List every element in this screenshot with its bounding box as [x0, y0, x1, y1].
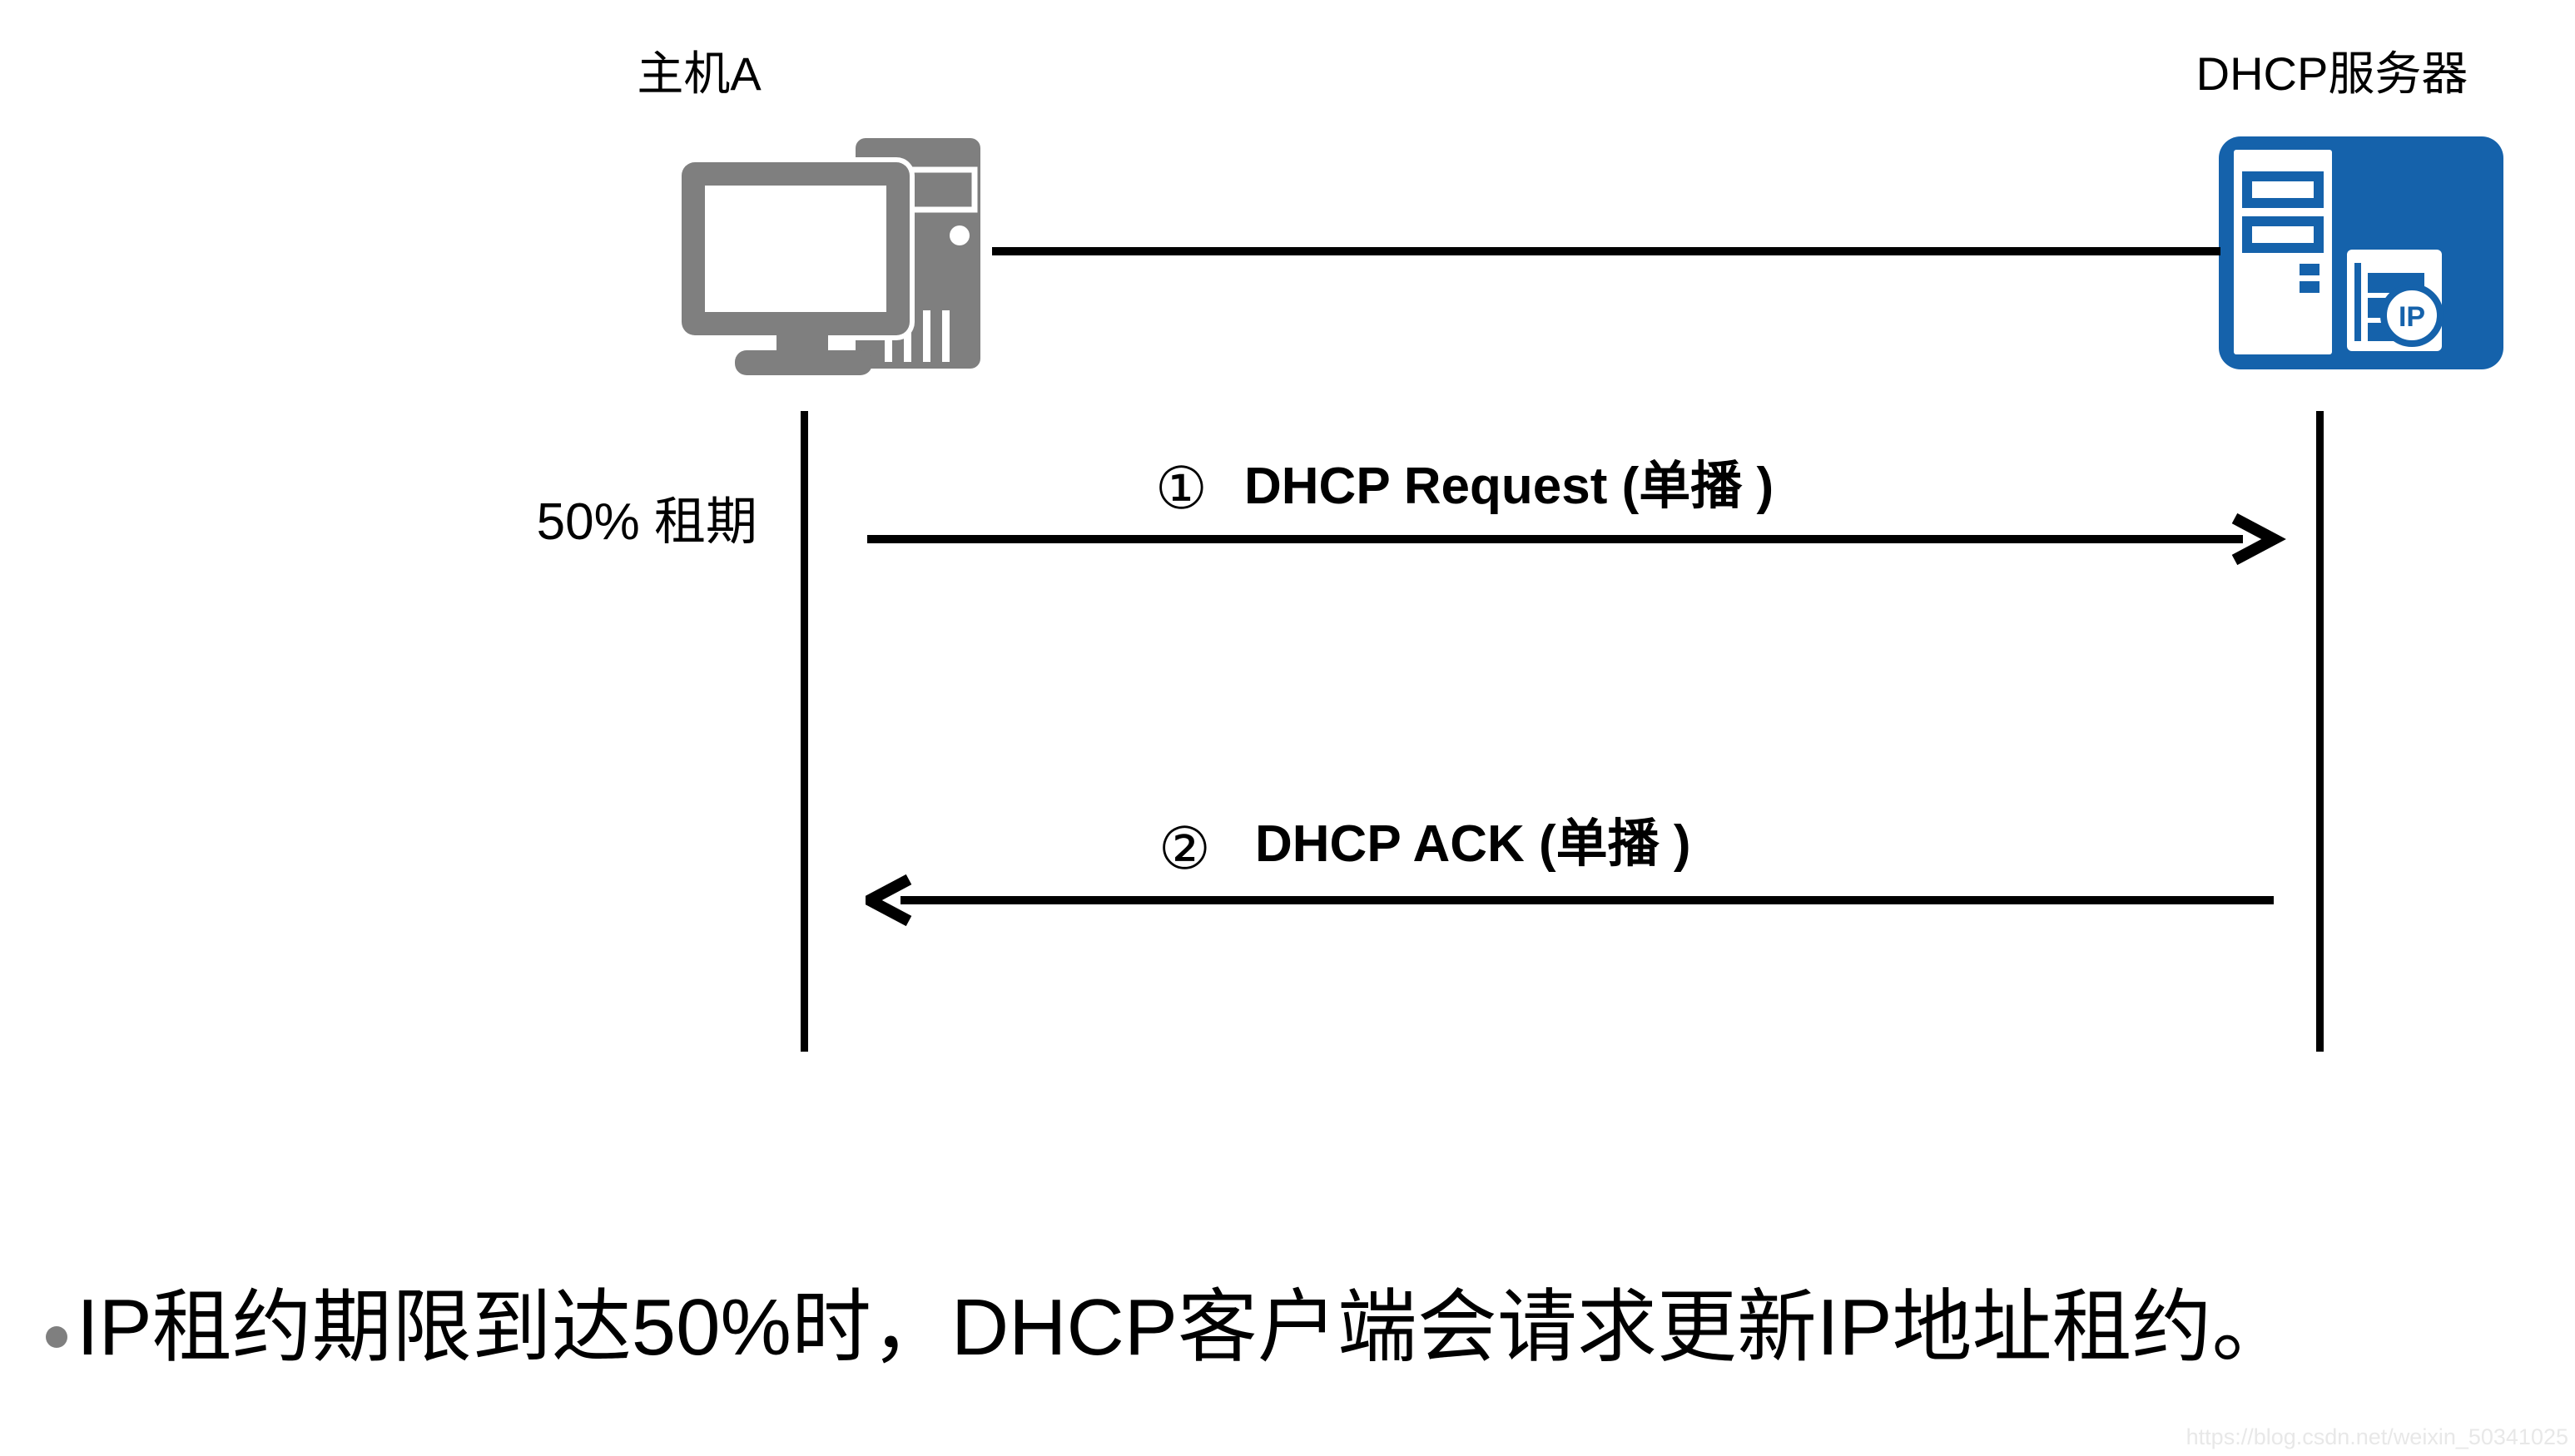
message-1-label: DHCP Request (单播 ) [1244, 458, 1774, 515]
host-label: 主机A [637, 47, 762, 100]
note-bullet-dot [46, 1326, 67, 1348]
monitor-screen [705, 186, 886, 312]
host-lifeline [801, 411, 808, 1052]
host-server-link-line [992, 247, 2220, 255]
desktop-computer-icon [678, 138, 980, 375]
monitor-base [735, 350, 872, 375]
ip-badge-text: IP [2399, 301, 2425, 333]
server-lifeline [2316, 411, 2324, 1052]
watermark-url: https://blog.csdn.net/weixin_50341025 [2186, 1424, 2568, 1449]
arrowhead-left [866, 874, 912, 927]
computer-monitor [678, 157, 915, 375]
lease-50-percent-label: 50% 租期 [536, 493, 757, 551]
message-2-step-number: ② [1159, 816, 1211, 881]
server-ip-panel: IP [2347, 250, 2444, 351]
ip-badge-circle [2380, 284, 2444, 347]
arrowhead-right [2231, 513, 2286, 566]
note-text: IP租约期限到达50%时，DHCP客户端会请求更新IP地址租约。 [77, 1283, 2292, 1372]
server-tower [2234, 150, 2332, 354]
dhcp-server-icon: IP [2219, 136, 2503, 369]
message-2-arrow-left [866, 874, 2274, 927]
message-1-step-number: ① [1155, 456, 1208, 521]
tower-power-button [950, 225, 970, 245]
message-2-label: DHCP ACK (单播 ) [1255, 815, 1691, 873]
dhcp-server-label: DHCP服务器 [2195, 47, 2468, 100]
message-1-arrow-right [867, 513, 2286, 566]
